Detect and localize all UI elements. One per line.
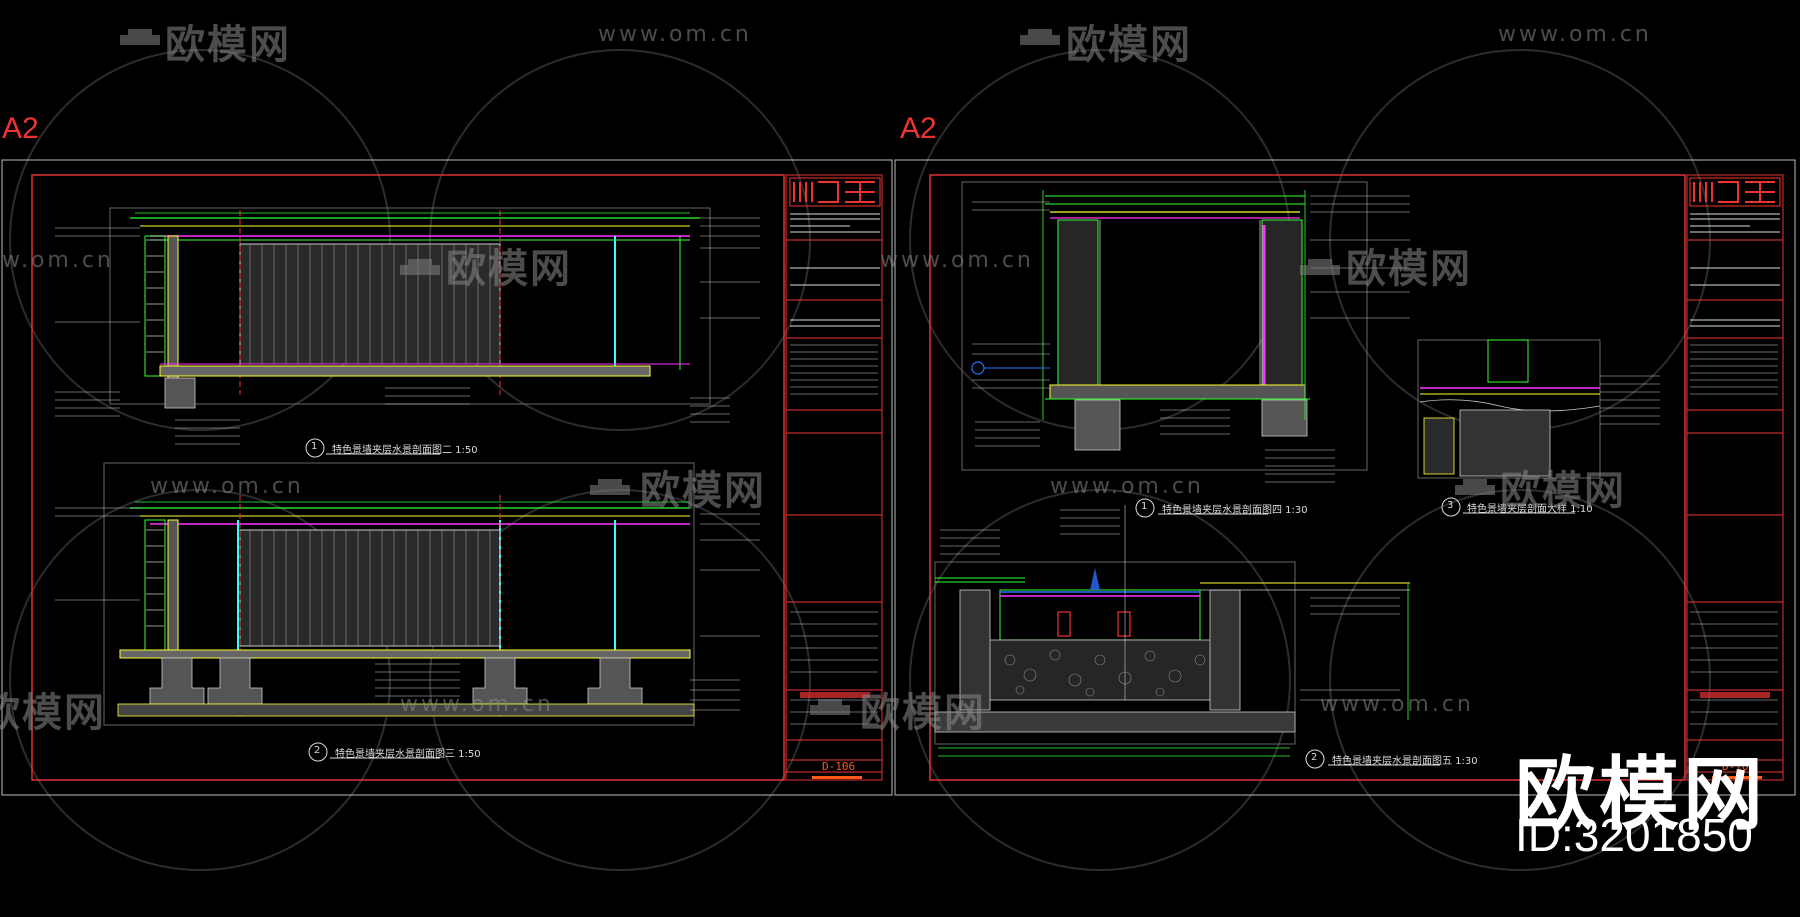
sheet-2-title-block	[1686, 174, 1784, 781]
watermark-logo: 欧模网	[860, 690, 986, 736]
watermark-logo: 欧模网	[1500, 468, 1626, 514]
sheet-2-drawing-label-3	[1441, 497, 1575, 517]
watermark-url: www.om.cn	[400, 692, 554, 717]
watermark-sofa-icon	[120, 29, 160, 45]
brand-logo: 欧模网	[1515, 748, 1767, 841]
sheet-2	[894, 159, 1796, 796]
watermark-sofa-icon	[400, 259, 440, 275]
watermark-url: www.om.cn	[598, 22, 752, 47]
watermark-logo: 欧模网	[446, 246, 572, 292]
sheet-1	[1, 159, 893, 796]
watermark-sofa-icon	[1300, 259, 1340, 275]
watermark-logo: 欧模网	[640, 468, 766, 514]
watermark-logo: 欧模网	[1066, 22, 1192, 68]
sheet-2-drawing-1-title: 特色景墙夹层水景剖面图四 1:30	[1162, 505, 1308, 516]
sheet-1-drawing-1-number: 1	[311, 441, 318, 452]
watermark-sofa-icon	[590, 479, 630, 495]
sheet-2-drawing-3-number: 3	[1447, 500, 1454, 511]
sheet-2-drawing-3-title: 特色景墙夹层剖面大样 1:10	[1467, 504, 1593, 515]
watermark-url: www.om.cn	[1320, 692, 1474, 717]
sheet-2-drawing-1-number: 1	[1141, 501, 1148, 512]
watermark-logo: 欧模网	[0, 690, 106, 736]
sheet-1-drawing-2-number: 2	[314, 745, 321, 756]
sheet-2-section-2	[934, 505, 1410, 757]
sheet-2-outer-frame	[894, 159, 1796, 796]
watermark-logo: 欧模网	[165, 22, 291, 68]
sheet-2-drawing-label-1	[1135, 498, 1268, 518]
watermark-url: www.om.cn	[0, 248, 114, 273]
watermark-url: www.om.cn	[880, 248, 1034, 273]
resource-id: ID:3201850	[1515, 809, 1753, 861]
sheet-2-number: D-107	[1722, 760, 1756, 773]
sheet-2-drawing-label-2	[1305, 749, 1440, 769]
sheet-1-drawing-label-2	[308, 742, 440, 762]
sheet-1-number: D-106	[822, 760, 856, 773]
sheet-2-drawing-2-title: 特色景墙夹层水景剖面图五 1:30	[1332, 756, 1478, 767]
watermark-sofa-icon	[810, 699, 850, 715]
sheet-2-size-label: A2	[900, 112, 937, 145]
sheet-1-drawing-2-title: 特色景墙夹层水景剖面图三 1:50	[335, 749, 481, 760]
watermark-url: www.om.cn	[1050, 474, 1204, 499]
watermark-rings	[9, 49, 1711, 871]
sheet-1-section-2	[55, 462, 760, 726]
watermark-url: www.om.cn	[1498, 22, 1652, 47]
sheet-1-drawing-1-title: 特色景墙夹层水景剖面图二 1:50	[332, 445, 478, 456]
watermark-sofa-icon	[1020, 29, 1060, 45]
sheet-1-section-1	[55, 207, 760, 445]
sheet-2-drawing-2-number: 2	[1311, 752, 1318, 763]
sheet-1-outer-frame	[1, 159, 893, 796]
sheet-1-size-label: A2	[2, 112, 39, 145]
watermark-sofa-icon	[1455, 479, 1495, 495]
sheet-1-title-block	[785, 174, 883, 781]
watermark-url: www.om.cn	[150, 474, 304, 499]
sheet-2-section-3	[1417, 339, 1660, 479]
watermark-icons	[120, 29, 1495, 715]
sheet-1-drawing-label-1	[305, 438, 440, 458]
sheet-1-inner-frame	[31, 174, 785, 781]
sheet-2-section-1	[961, 181, 1410, 483]
sheet-2-inner-frame	[929, 174, 1686, 781]
watermark-logo: 欧模网	[1346, 246, 1472, 292]
